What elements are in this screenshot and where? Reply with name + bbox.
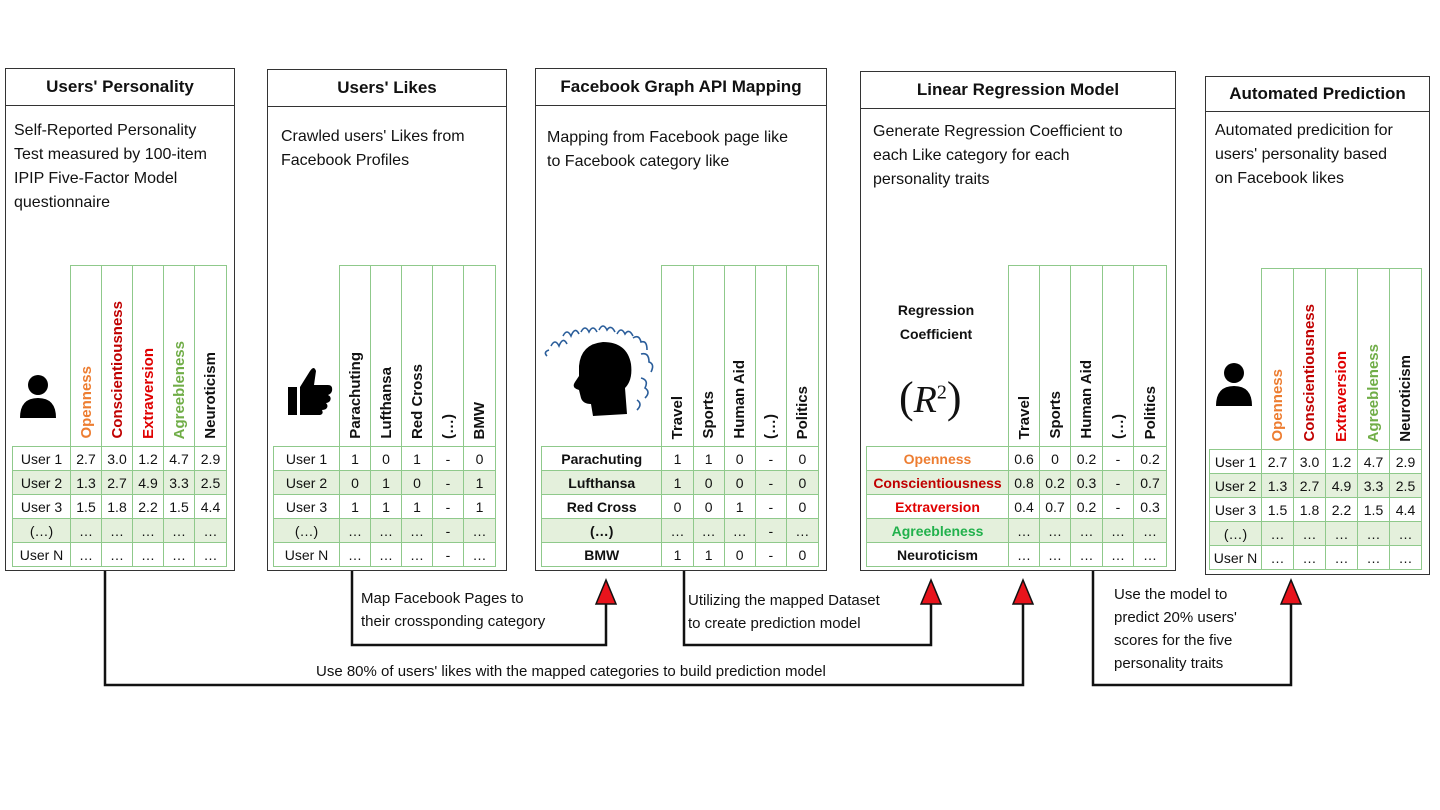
table-row: (…)………-… (540, 518, 820, 543)
table-row: User N………-… (273, 542, 496, 567)
panel-title: Users' Personality (6, 69, 234, 106)
table-row: (…)…………… (12, 518, 227, 543)
head-profile-icon (544, 325, 654, 416)
arrow-head-utilize (919, 578, 943, 605)
coefficient-label: Regression Coefficient (897, 302, 975, 342)
panel-graph-api-mapping: Facebook Graph API Mapping Mapping from … (535, 68, 827, 571)
column-header: Politics (793, 385, 811, 439)
column-header: Conscientiousness (1301, 304, 1318, 442)
column-header: Openness (1269, 369, 1286, 442)
caption-utilize-dataset: Utilizing the mapped Dataset to create p… (688, 589, 880, 635)
connector-utilize (682, 570, 933, 647)
panel-description: Automated predicition for users' persona… (1215, 122, 1393, 187)
caption-map-pages: Map Facebook Pages to their crossponding… (361, 587, 546, 633)
column-header: Conscientiousness (108, 301, 126, 439)
panel-description: Crawled users' Likes from Facebook Profi… (281, 128, 465, 169)
thumbs-up-icon (288, 368, 333, 415)
regression-table: Travel Sports Human Aid (…) Politics Ope… (866, 265, 1167, 567)
caption-use-80-percent: Use 80% of users' likes with the mapped … (316, 663, 826, 680)
column-header: Neuroticism (1397, 355, 1414, 442)
panel-title: Facebook Graph API Mapping (536, 69, 826, 106)
r-squared-formula: (R2) (899, 373, 962, 422)
column-header: Neuroticism (202, 352, 219, 439)
table-row: User N…………… (1209, 545, 1422, 570)
table-row: Agreebleness…………… (866, 518, 1167, 543)
panel-description: Mapping from Facebook page like to Faceb… (547, 129, 789, 170)
table-row: (…)…………… (1209, 521, 1422, 546)
table-row: User N…………… (12, 542, 227, 567)
panel-automated-prediction: Automated Prediction Automated prediciti… (1205, 76, 1430, 575)
column-header: (…) (762, 414, 780, 439)
table-row: Neuroticism…………… (866, 542, 1167, 567)
mapping-table: Travel Sports Human Aid (…) Politics Par… (540, 265, 820, 567)
connector-predict (1091, 570, 1293, 687)
person-icon (1216, 363, 1252, 406)
panel-linear-regression: Linear Regression Model Generate Regress… (860, 71, 1176, 571)
column-header: Politics (1141, 385, 1159, 439)
table-row: (…)………-… (273, 518, 496, 543)
column-header: Human Aid (1078, 360, 1095, 439)
person-icon (20, 375, 56, 418)
column-header: Lufthansa (377, 367, 395, 439)
column-header: Extraversion (139, 348, 157, 439)
column-header: Red Cross (408, 363, 426, 439)
connector-map-pages (350, 570, 608, 647)
panel-users-likes: Users' Likes Crawled users' Likes from F… (267, 69, 507, 571)
column-header: (…) (1109, 414, 1127, 439)
arrow-head-map (594, 578, 618, 605)
panel-title: Automated Prediction (1206, 77, 1429, 112)
connector-80-percent (103, 570, 1025, 687)
column-header: Travel (668, 395, 686, 439)
column-header: Sports (700, 391, 718, 439)
arrow-head-predict (1279, 578, 1303, 605)
panel-users-personality: Users' Personality Self-Reported Persona… (5, 68, 235, 571)
likes-table: Parachuting Lufthansa Red Cross (…) BMW … (273, 265, 496, 567)
column-header: Extraversion (1333, 351, 1350, 442)
panel-title: Users' Likes (268, 70, 506, 107)
prediction-table: Openness Conscientiousness Extraversion … (1209, 268, 1422, 570)
column-header: BMW (471, 401, 488, 440)
column-header: (…) (439, 414, 457, 439)
arrow-head-80 (1011, 578, 1035, 605)
column-header: Agreebleness (1365, 343, 1382, 442)
column-header: Agreebleness (170, 340, 188, 439)
column-header: Human Aid (731, 360, 749, 439)
column-header: Travel (1015, 395, 1033, 439)
panel-description: Generate Regression Coefficient to each … (873, 123, 1123, 188)
panel-description: Self-Reported Personality Test measured … (14, 122, 207, 211)
panel-title: Linear Regression Model (861, 72, 1175, 109)
caption-predict-20-percent: Use the model to predict 20% users' scor… (1114, 583, 1237, 675)
personality-table: Openness Conscientiousness Extraversion … (12, 265, 227, 567)
column-header: Parachuting (346, 352, 364, 439)
column-header: Sports (1046, 391, 1064, 439)
column-header: Openness (77, 366, 95, 439)
